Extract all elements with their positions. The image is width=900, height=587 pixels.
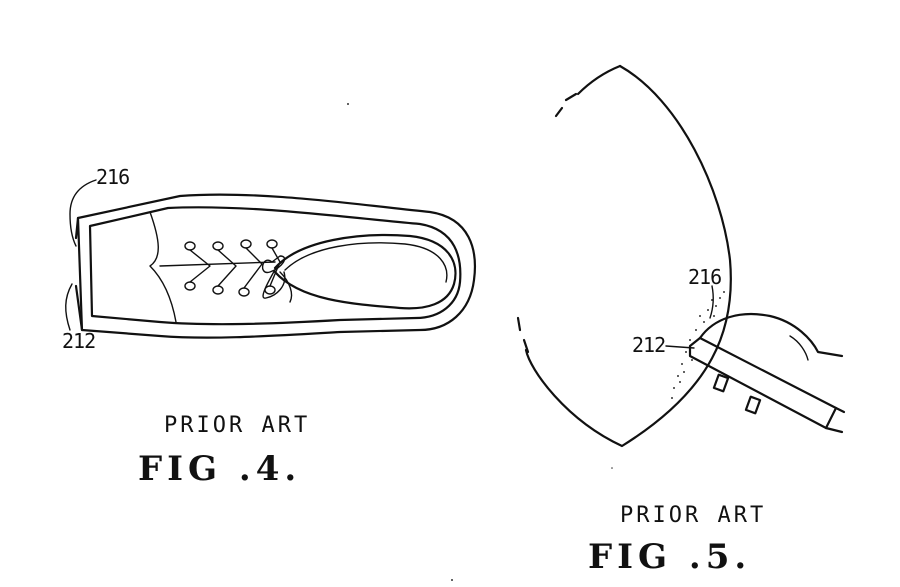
ball-dash-top [554,92,578,118]
shoe-sole-outline [76,193,476,339]
scan-specks [347,103,613,581]
ball-dash-bottom [516,316,530,354]
lace [269,247,281,287]
reference-212: 212 [62,283,96,353]
lace-bow [262,255,293,303]
ref-leader-216 [709,285,715,319]
eyelet [212,241,224,251]
cleat [744,395,762,415]
eyelet [240,239,252,249]
eyelet [266,239,278,249]
figure-4: 216 212 PRIOR ART FIG .4. [62,165,476,489]
bow-loop [262,267,286,299]
football-drawing [516,64,732,448]
eyelet [184,281,196,291]
eyelet [184,241,196,251]
lace [189,249,211,283]
caption-prior-art: PRIOR ART [164,413,310,438]
shoe-heel-line [824,406,846,434]
shoe-opening [273,233,457,310]
shoe-upper-outline [88,206,462,326]
shoe-sole [688,336,838,430]
ref-label-212: 212 [62,329,95,353]
football-outline [524,64,732,448]
bow-tail [279,271,293,303]
shoe-toe-seam [789,335,809,361]
shoe-opening-inner [284,242,448,283]
reference-216: 216 [688,265,722,319]
eyelet [238,287,250,297]
heel-edge [74,216,84,332]
lace [217,249,237,287]
ref-label-212: 212 [632,333,665,357]
shoe-drawing [74,193,476,339]
caption-figure-number: FIG .4. [138,449,301,489]
toe-cap-seam [149,211,177,323]
lace [243,247,263,289]
eyelet [212,285,224,295]
ref-leader-216 [69,179,97,247]
reference-212: 212 [632,333,695,357]
ref-leader-212 [65,283,73,331]
laces [189,247,281,289]
caption-figure-number: FIG .5. [588,537,751,577]
ref-label-216: 216 [688,265,721,289]
shoe-toe-upper [698,312,844,358]
football-upper-curve [576,64,622,96]
bow-loop [262,255,286,274]
cleat [712,373,730,393]
ref-leader-212 [665,345,695,349]
kicking-shoe-drawing [688,312,846,434]
reference-216: 216 [69,165,130,247]
figure-5: 216 212 PRIOR ART FIG .5. [516,64,846,577]
contact-stipple [671,291,725,399]
ref-label-216: 216 [96,165,129,189]
lace-center-line [159,261,276,267]
caption-prior-art: PRIOR ART [620,503,766,528]
